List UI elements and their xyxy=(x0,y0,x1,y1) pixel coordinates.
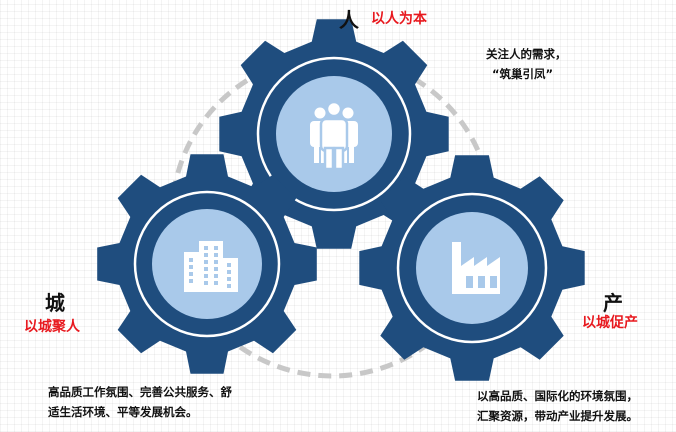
factory-icon xyxy=(452,242,500,294)
city-gear-inner-ring xyxy=(133,190,281,338)
city-description-line2: 适生活环境、平等发展机会。 xyxy=(48,405,198,419)
people-description: 关注人的需求， “筑巢引凤” xyxy=(486,44,567,84)
people-heading: 人 xyxy=(339,8,359,32)
people-description-line1: 关注人的需求， xyxy=(486,47,567,61)
city-heading: 城 xyxy=(45,291,65,315)
people-slogan: 以人为本 xyxy=(371,11,427,27)
industry-slogan: 以城促产 xyxy=(582,315,638,331)
city-gear xyxy=(97,154,317,374)
city-description-line1: 高品质工作氛围、完善公共服务、舒 xyxy=(48,385,232,399)
industry-gear xyxy=(359,155,585,381)
industry-heading: 产 xyxy=(603,291,623,315)
industry-description-line1: 以高品质、国际化的环境氛围， xyxy=(477,389,638,403)
city-buildings-icon xyxy=(184,241,238,292)
city-slogan: 以城聚人 xyxy=(24,319,80,335)
people-gear-inner-ring xyxy=(256,56,412,212)
people-description-line2: “筑巢引凤” xyxy=(492,67,554,81)
people-group-icon xyxy=(310,100,358,171)
city-description: 高品质工作氛围、完善公共服务、舒 适生活环境、平等发展机会。 xyxy=(48,382,232,422)
industry-description: 以高品质、国际化的环境氛围， 汇聚资源，带动产业提升发展。 xyxy=(477,386,638,426)
industry-gear-inner-ring xyxy=(396,192,548,344)
industry-description-line2: 汇聚资源，带动产业提升发展。 xyxy=(477,409,638,423)
